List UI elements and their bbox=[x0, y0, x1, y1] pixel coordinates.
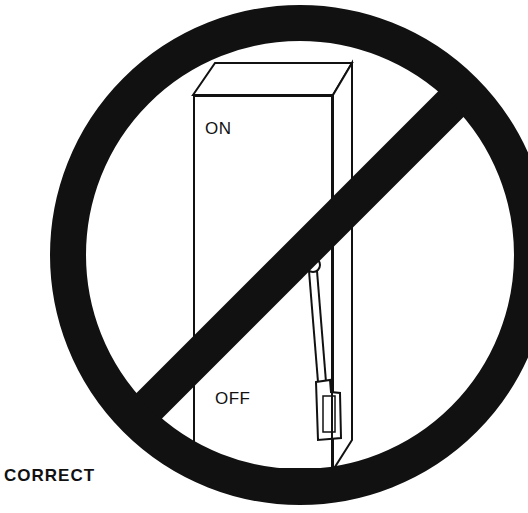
switch-box: ON OFF bbox=[193, 95, 333, 470]
lever bbox=[317, 271, 326, 382]
switch-position-label: ON bbox=[205, 119, 232, 139]
switch-position-label: OFF bbox=[215, 389, 251, 409]
handle-grip bbox=[323, 396, 335, 432]
caption-label: CORRECT bbox=[4, 466, 95, 486]
handle bbox=[316, 380, 341, 440]
lever bbox=[309, 271, 318, 382]
box-top bbox=[193, 63, 352, 95]
prohibition-ring bbox=[68, 23, 528, 487]
